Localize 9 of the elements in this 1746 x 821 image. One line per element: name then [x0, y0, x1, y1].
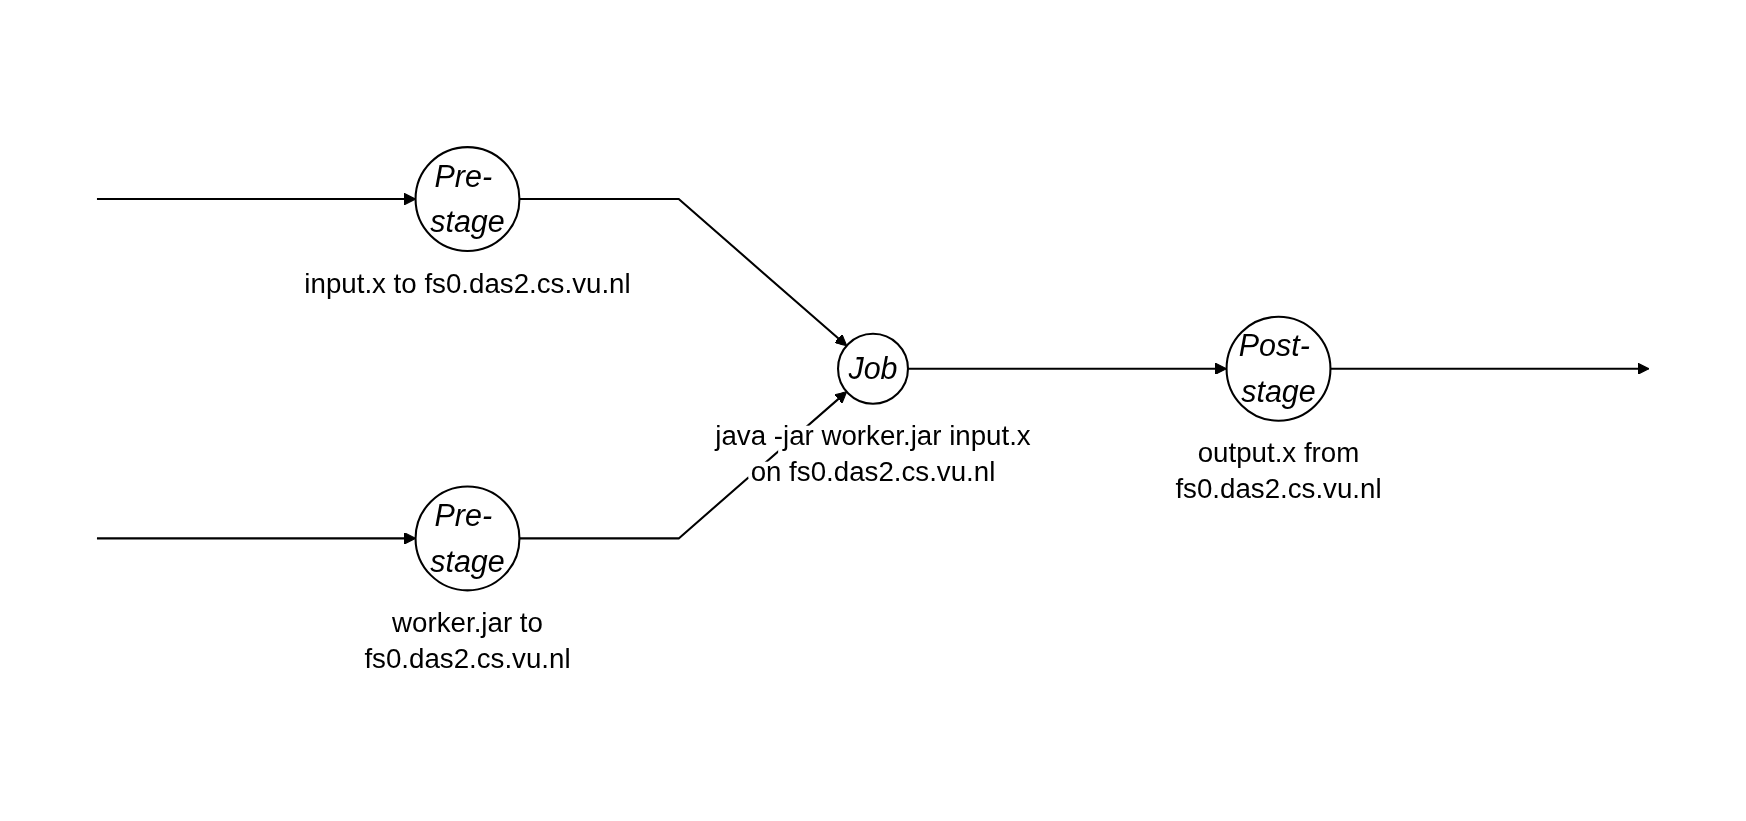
arrow — [1330, 362, 1650, 375]
node-caption: output.x from fs0.das2.cs.vu.nl — [1175, 437, 1382, 505]
node-caption: worker.jar to fs0.das2.cs.vu.nl — [364, 606, 571, 674]
node-caption: input.x to fs0.das2.cs.vu.nl — [304, 267, 631, 299]
process-circle: Pre- stage — [414, 146, 521, 252]
process-circle: Job — [837, 332, 909, 405]
process-circle: Pre- stage — [414, 485, 521, 592]
process-circle: Post- stage — [1225, 315, 1332, 422]
arrow — [519, 198, 848, 347]
